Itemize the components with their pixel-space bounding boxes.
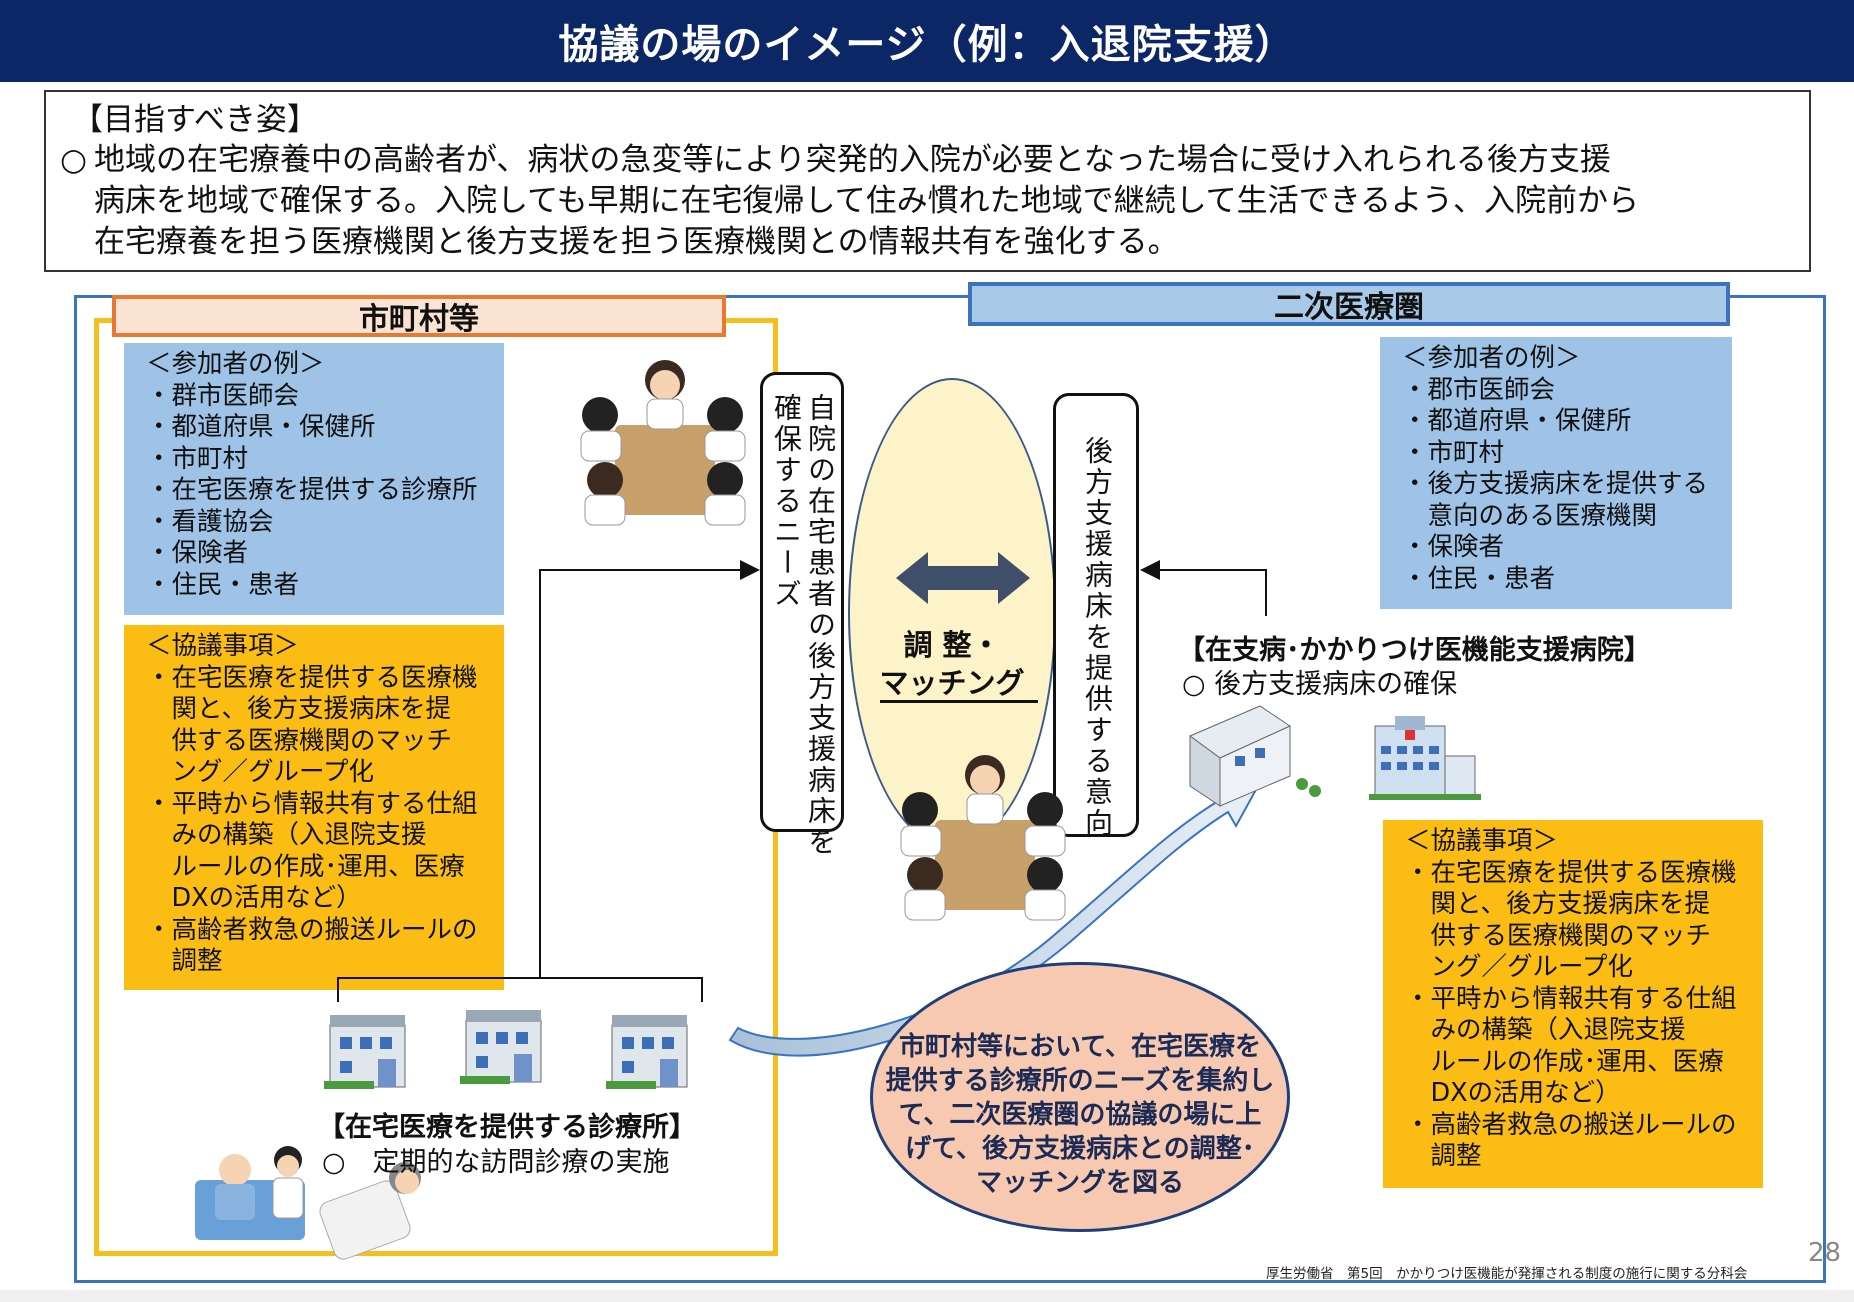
needs-text-primary: 自院の在宅患者の後方支援病床を xyxy=(804,393,837,858)
intent-text: 後方支援病床を提供する意向 xyxy=(1081,436,1114,839)
goal-body: ○ 地域の在宅療養中の高齢者が、病状の急変等により突発的入院が必要となった場合に… xyxy=(60,140,1800,263)
participant-item: ・住民・患者 xyxy=(146,569,300,600)
coordination-label: 調 整・ マッチング xyxy=(868,626,1036,702)
callout-text: 市町村等において、在宅医療を 提供する診療所のニーズを集約し て、二次医療圏の協… xyxy=(878,1030,1282,1200)
home-visit-illustration-icon xyxy=(195,1146,421,1260)
agenda-item: ・平時から情報共有する仕組 xyxy=(1405,983,1737,1014)
participant-item: ・都道府県・保健所 xyxy=(1402,406,1632,436)
callout-line: て、二次医療圏の協議の場に上 xyxy=(898,1100,1262,1130)
agenda-item: みの構築（入退院支援 xyxy=(1405,1015,1686,1045)
agenda-item: ・平時から情報共有する仕組 xyxy=(146,788,478,819)
participant-item: ・保険者 xyxy=(146,538,249,568)
agenda-item: DXの活用など） xyxy=(146,883,362,913)
hospital-building-icon xyxy=(1369,716,1481,800)
municipality-agenda-box: ＜協議事項＞ ・在宅医療を提供する医療機 関と、後方支援病床を提 供する医療機関… xyxy=(124,625,504,990)
needs-text-secondary: 確保するニーズ xyxy=(770,393,803,610)
agenda-item: ング／グループ化 xyxy=(146,757,374,787)
agenda-item: ルールの作成･運用、医療 xyxy=(1405,1046,1724,1077)
callout-line: 市町村等において、在宅医療を xyxy=(899,1032,1261,1062)
clinic-building-icon xyxy=(460,1010,542,1084)
callout-oval xyxy=(870,962,1290,1232)
agenda-item: みの構築（入退院支援 xyxy=(146,820,427,850)
clinic-bracket xyxy=(337,977,703,1002)
goal-line: 在宅療養を担う医療機関と後方支援を担う医療機関との情報共有を強化する。 xyxy=(94,224,1179,260)
participant-item: 意向のある医療機関 xyxy=(1402,500,1658,531)
agenda-item: 調整 xyxy=(146,946,223,976)
participant-item: ・保険者 xyxy=(1402,532,1505,562)
participant-item: ・住民・患者 xyxy=(1402,563,1556,594)
goal-bullet: ○ xyxy=(60,142,88,178)
callout-line: マッチングを図る xyxy=(975,1168,1184,1198)
region-agenda-box: ＜協議事項＞ ・在宅医療を提供する医療機 関と、後方支援病床を提 供する医療機関… xyxy=(1383,820,1763,1188)
agenda-heading: ＜協議事項＞ xyxy=(146,631,300,661)
agenda-item: ・在宅医療を提供する医療機 xyxy=(1405,857,1737,888)
agenda-item: ルールの作成･運用、医療 xyxy=(146,851,465,882)
page-title: 協議の場のイメージ（例：入退院支援） xyxy=(558,22,1296,68)
goal-heading: 【目指すべき姿】 xyxy=(72,102,318,138)
agenda-item: ・在宅医療を提供する医療機 xyxy=(146,662,478,693)
agenda-item: 供する医療機関のマッチ xyxy=(146,725,453,756)
coordination-line-1: 調 整・ xyxy=(903,628,1001,662)
title-bar xyxy=(0,0,1854,82)
participant-item: ・看護協会 xyxy=(146,506,274,537)
municipality-participants-box: ＜参加者の例＞ ・群市医師会 ・都道府県・保健所 ・市町村 ・在宅医療を提供する… xyxy=(124,343,504,615)
region-header: 二次医療圏 xyxy=(968,282,1730,326)
intent-connector xyxy=(1140,560,1267,616)
intent-box: 後方支援病床を提供する意向 xyxy=(1053,393,1139,839)
agenda-item: 関と、後方支援病床を提 xyxy=(146,694,451,724)
participant-item: ・在宅医療を提供する診療所 xyxy=(146,475,478,505)
participant-item: ・群市医師会 xyxy=(146,380,300,411)
agenda-item: DXの活用など） xyxy=(1405,1078,1621,1108)
callout-line: げて、後方支援病床との調整･ xyxy=(905,1134,1255,1164)
source-note: 厚生労働省 第5回 かかりつけ医機能が発揮される制度の施行に関する分科会 xyxy=(1266,1266,1748,1282)
participant-item: ・後方支援病床を提供する xyxy=(1402,469,1709,499)
agenda-item: 調整 xyxy=(1405,1141,1482,1171)
coordination-underline xyxy=(880,700,1038,703)
agenda-item: 関と、後方支援病床を提 xyxy=(1405,889,1710,919)
clinic-item: ○ 定期的な訪問診療の実施 xyxy=(322,1147,670,1178)
hospital-building-icon xyxy=(1188,705,1321,807)
hospital-title: 【在支病･かかりつけ医機能支援病院】 xyxy=(1178,635,1651,666)
participants-heading: ＜参加者の例＞ xyxy=(146,349,325,379)
agenda-item: ・高齢者救急の搬送ルールの xyxy=(146,914,478,945)
meeting-illustration-icon xyxy=(900,755,1066,921)
agenda-item: ング／グループ化 xyxy=(1405,952,1633,982)
clinic-title: 【在宅医療を提供する診療所】 xyxy=(318,1112,696,1143)
goal-box xyxy=(44,90,1811,272)
bottom-band xyxy=(0,1290,1854,1302)
needs-box: 自院の在宅患者の後方支援病床を 確保するニーズ xyxy=(760,372,844,858)
double-arrow-icon xyxy=(896,552,1030,604)
callout-line: 提供する診療所のニーズを集約し xyxy=(885,1066,1275,1096)
participant-item: ・都道府県・保健所 xyxy=(146,412,376,442)
hospital-item: ○ 後方支援病床の確保 xyxy=(1182,669,1458,700)
needs-connector xyxy=(539,560,760,978)
region-participants-box: ＜参加者の例＞ ・郡市医師会 ・都道府県・保健所 ・市町村 ・後方支援病床を提供… xyxy=(1380,337,1732,609)
clinic-building-icon xyxy=(606,1015,688,1089)
municipality-header: 市町村等 xyxy=(112,295,726,337)
agenda-item: ・高齢者救急の搬送ルールの xyxy=(1405,1109,1737,1140)
coordination-line-2: マッチング xyxy=(879,666,1025,700)
participant-item: ・市町村 xyxy=(1402,437,1505,468)
participants-heading: ＜参加者の例＞ xyxy=(1402,343,1581,373)
agenda-item: 供する医療機関のマッチ xyxy=(1405,920,1712,951)
participant-item: ・市町村 xyxy=(146,443,249,474)
page-number: 28 xyxy=(1808,1238,1842,1268)
participant-item: ・郡市医師会 xyxy=(1402,374,1556,405)
meeting-illustration-icon xyxy=(580,360,746,526)
goal-line: 地域の在宅療養中の高齢者が、病状の急変等により突発的入院が必要となった場合に受け… xyxy=(94,142,1611,178)
goal-line: 病床を地域で確保する。入院しても早期に在宅復帰して住み慣れた地域で継続して生活で… xyxy=(94,183,1640,219)
agenda-heading: ＜協議事項＞ xyxy=(1405,826,1559,856)
clinic-building-icon xyxy=(324,1015,406,1089)
